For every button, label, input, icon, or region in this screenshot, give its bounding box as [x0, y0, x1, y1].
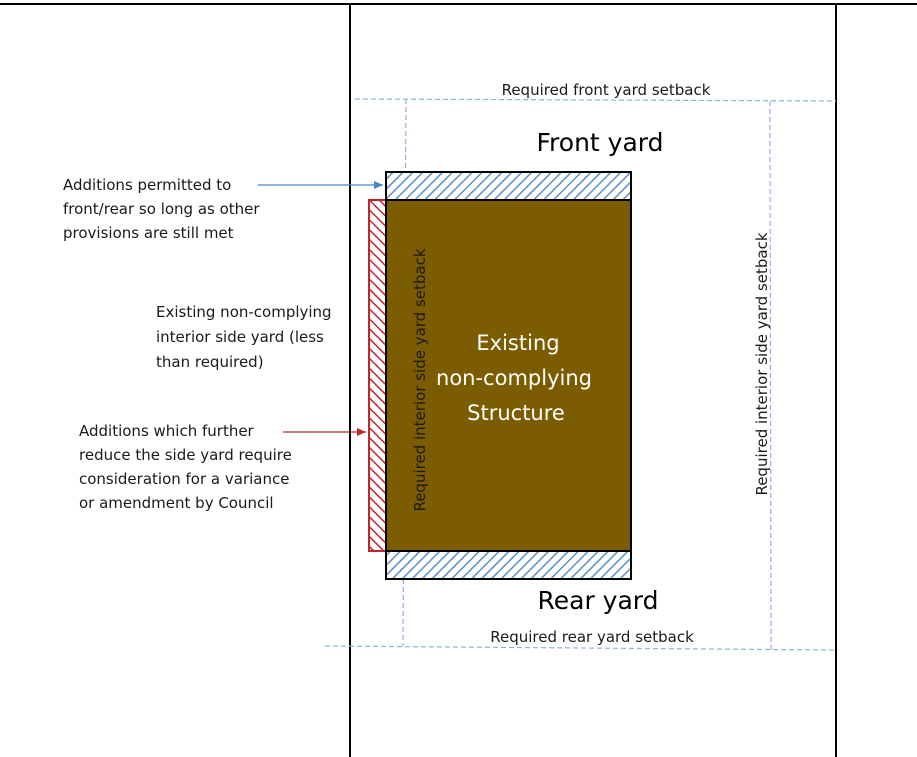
- front-setback-label: Required front yard setback: [502, 81, 711, 99]
- rear-addition-area: [385, 550, 632, 580]
- side-yard-addition-area: [368, 199, 387, 552]
- note-additions-variance-line-1: Additions which further: [79, 422, 255, 440]
- existing-structure: [385, 199, 632, 552]
- note-additions-permitted-line-1: Additions permitted to: [63, 176, 231, 194]
- note-existing-side-yard-line-3: than required): [156, 353, 264, 371]
- note-additions-variance-line-3: consideration for a variance: [79, 470, 289, 488]
- structure-label-line-1: Existing: [476, 331, 559, 355]
- note-additions-permitted-line-3: provisions are still met: [63, 224, 234, 242]
- front-setback-line: [354, 98, 837, 102]
- structure-label-line-2: non-complying: [436, 366, 592, 390]
- front-yard-label: Front yard: [536, 128, 663, 157]
- rear-yard-label: Rear yard: [538, 586, 659, 615]
- note-additions-variance-line-2: reduce the side yard require: [79, 446, 292, 464]
- note-existing-side-yard-line-1: Existing non-complying: [156, 303, 332, 321]
- rear-setback-label: Required rear yard setback: [490, 628, 694, 646]
- note-additions-variance-line-4: or amendment by Council: [79, 494, 274, 512]
- front-addition-area: [385, 171, 632, 202]
- note-existing-side-yard-line-2: interior side yard (less: [156, 328, 324, 346]
- structure-label-line-3: Structure: [467, 401, 565, 425]
- interior-setback-label-right: Required interior side yard setback: [753, 232, 771, 495]
- interior-setback-line-right: [769, 100, 772, 651]
- note-additions-permitted-line-2: front/rear so long as other: [63, 200, 260, 218]
- rear-setback-line: [324, 645, 837, 651]
- interior-setback-label-left: Required interior side yard setback: [411, 248, 429, 511]
